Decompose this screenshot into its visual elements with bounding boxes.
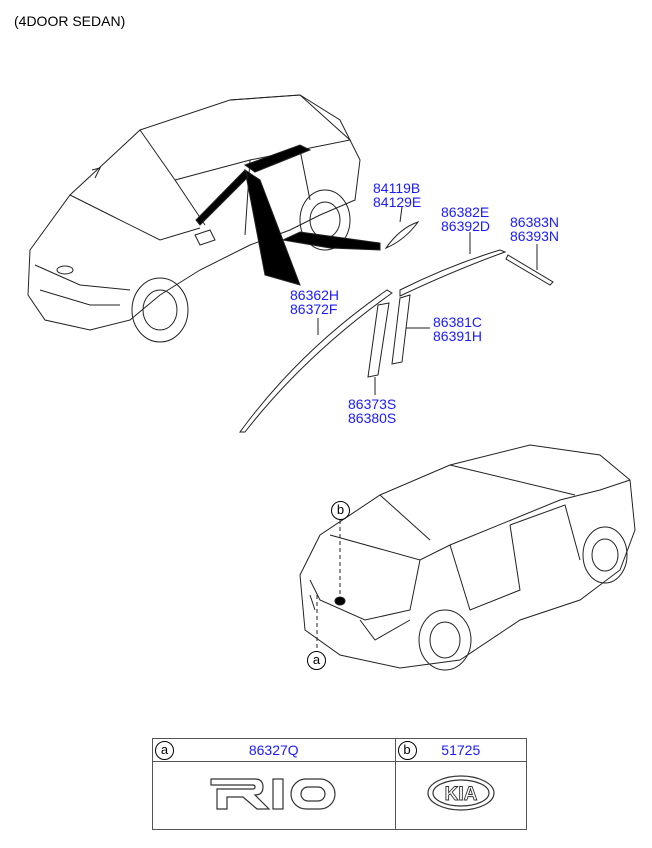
- part-number-86372f[interactable]: 86372F: [290, 301, 338, 317]
- part-number-86381c[interactable]: 86381C: [433, 314, 483, 330]
- legend-callout-a: a: [155, 741, 174, 760]
- rear-car-drawing: [299, 444, 636, 671]
- legend-callout-b: b: [397, 741, 417, 760]
- svg-text:KIA: KIA: [444, 784, 477, 805]
- legend-header-a: a 86327Q: [152, 738, 396, 762]
- legend-part-number-b[interactable]: 51725: [441, 742, 481, 758]
- kia-emblem-icon: KIA: [427, 775, 495, 811]
- rio-emblem-cell: [152, 761, 396, 830]
- part-number-86382e[interactable]: 86382E: [441, 204, 490, 220]
- molding-parts: [239, 206, 554, 433]
- part-number-84119b[interactable]: 84119B: [373, 180, 421, 196]
- kia-emblem-cell: KIA: [394, 761, 528, 830]
- callout-b: b: [331, 501, 350, 520]
- callout-a: a: [307, 651, 326, 670]
- diagram-title: (4DOOR SEDAN): [14, 13, 126, 29]
- part-number-86362h[interactable]: 86362H: [290, 287, 340, 303]
- part-number-86392d[interactable]: 86392D: [441, 218, 491, 234]
- part-number-86391h[interactable]: 86391H: [433, 328, 483, 344]
- legend-header-b: b 51725: [394, 738, 528, 762]
- part-number-84129e[interactable]: 84129E: [373, 194, 422, 210]
- emblem-legend-table: a 86327Q b 51725 KIA: [152, 738, 528, 830]
- front-car-drawing: [27, 94, 381, 343]
- legend-part-number-a[interactable]: 86327Q: [248, 742, 299, 758]
- part-number-86383n[interactable]: 86383N: [510, 214, 560, 230]
- part-number-86393n[interactable]: 86393N: [510, 228, 560, 244]
- part-number-86373s[interactable]: 86373S: [348, 396, 397, 412]
- rio-emblem-icon: [210, 778, 336, 810]
- part-number-86380s[interactable]: 86380S: [348, 410, 397, 426]
